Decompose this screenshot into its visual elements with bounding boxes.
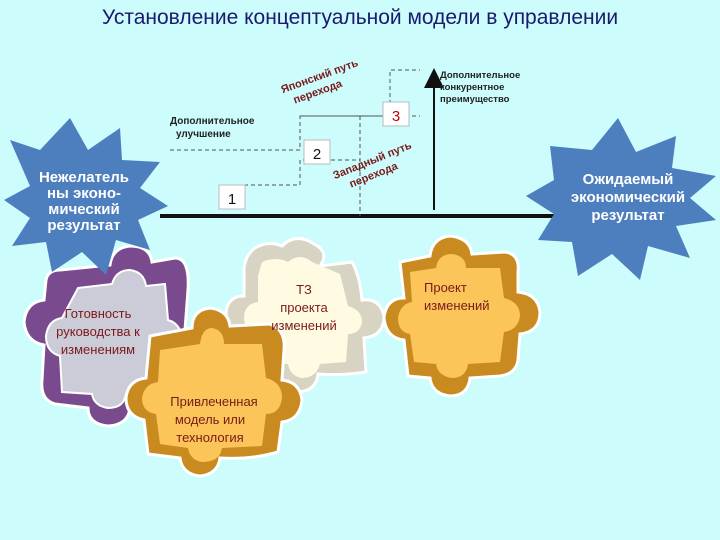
step-box-2: 2	[303, 139, 331, 165]
step-3-label: 3	[392, 108, 400, 125]
step-2-label: 2	[313, 146, 321, 163]
left-star	[4, 118, 168, 275]
left-star-line1: Нежелатель	[39, 169, 129, 186]
project-line2: изменений	[424, 298, 490, 313]
readiness-line1: Готовность	[65, 306, 132, 321]
step-1-label: 1	[228, 191, 236, 208]
right-star-line1: Ожидаемый	[583, 171, 674, 188]
tz-line1: ТЗ	[296, 282, 312, 297]
annotation-improvement-line2: улучшение	[176, 129, 231, 140]
left-star-line3: мический	[48, 201, 119, 218]
annotation-advantage-line3: преимущество	[440, 94, 510, 105]
slide-title: Установление концептуальной модели в упр…	[101, 6, 619, 29]
puzzle-piece-model	[124, 306, 304, 478]
readiness-line2: руководства к	[56, 324, 140, 339]
puzzle-piece-project	[382, 234, 542, 398]
left-star-line2: ны эконо-	[47, 185, 121, 202]
step-box-1: 1	[218, 184, 246, 210]
model-line2: модель или	[175, 412, 245, 427]
annotation-improvement-line1: Дополнительное	[170, 116, 255, 127]
model-line3: технология	[176, 430, 243, 445]
right-star-line3: результат	[591, 207, 664, 224]
step-box-3: 3	[382, 101, 410, 127]
project-line1: Проект	[424, 280, 467, 295]
annotation-advantage-line2: конкурентное	[440, 82, 504, 93]
left-star-line4: результат	[47, 217, 120, 234]
annotation-advantage-line1: Дополнительное	[440, 70, 520, 81]
right-star	[526, 118, 716, 280]
readiness-line3: изменениям	[61, 342, 135, 357]
tz-line2: проекта	[280, 300, 328, 315]
tz-line3: изменений	[271, 318, 337, 333]
model-line1: Привлеченная	[170, 394, 257, 409]
right-star-line2: экономический	[571, 189, 685, 206]
